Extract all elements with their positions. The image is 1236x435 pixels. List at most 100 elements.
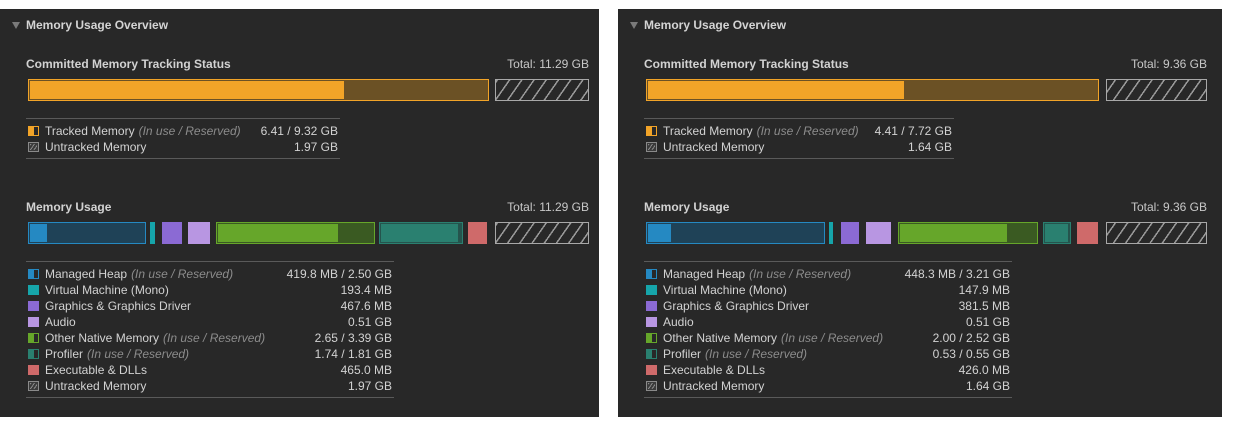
section-header[interactable]: Memory Usage Overview [12, 17, 168, 33]
committed-legend: Tracked Memory (In use / Reserved) 6.41 … [26, 118, 340, 159]
legend-row-other-native[interactable]: Other Native Memory(In use / Reserved)2.… [26, 330, 394, 346]
legend-row-profiler[interactable]: Profiler(In use / Reserved)0.53 / 0.55 G… [644, 346, 1012, 362]
untracked-memory-bar[interactable] [1106, 79, 1207, 101]
legend-row-untracked[interactable]: Untracked Memory 1.97 GB [26, 378, 394, 394]
graphics-bar[interactable] [162, 222, 182, 244]
tracked-memory-bar[interactable] [28, 79, 489, 101]
executables-bar[interactable] [1077, 222, 1098, 244]
legend-row-tracked[interactable]: Tracked Memory (In use / Reserved) 6.41 … [26, 123, 340, 139]
other-native-fill [900, 224, 1008, 242]
legend-row-untracked[interactable]: Untracked Memory 1.97 GB [26, 139, 340, 155]
profiler-swatch-icon [28, 349, 39, 359]
virtual-machine-bar[interactable] [150, 222, 155, 244]
audio-swatch-icon [28, 317, 39, 327]
legend-name: Managed Heap [45, 267, 128, 281]
usage-legend: Managed Heap(In use / Reserved)448.3 MB … [644, 261, 1012, 398]
legend-value: 2.00 / 2.52 GB [932, 331, 1010, 345]
other-native-swatch-icon [28, 333, 39, 343]
other-native-swatch-icon [646, 333, 657, 343]
legend-value: 1.64 GB [965, 379, 1010, 393]
legend-name: Tracked Memory [45, 124, 135, 138]
legend-row-untracked[interactable]: Untracked Memory 1.64 GB [644, 139, 954, 155]
tracked-memory-bar[interactable] [646, 79, 1099, 101]
untracked-memory-bar[interactable] [495, 79, 589, 101]
legend-name: Audio [45, 315, 76, 329]
legend-name: Executable & DLLs [45, 363, 148, 377]
legend-row-virtual-machine[interactable]: Virtual Machine (Mono) 193.4 MB [26, 282, 394, 298]
legend-divider [644, 118, 954, 119]
committed-legend: Tracked Memory (In use / Reserved) 4.41 … [644, 118, 954, 159]
usage-legend: Managed Heap(In use / Reserved)419.8 MB … [26, 261, 394, 398]
profiler-bar[interactable] [379, 222, 463, 244]
memory-usage-total: Total: 9.36 GB [1130, 200, 1207, 214]
other-native-bar[interactable] [898, 222, 1038, 244]
tracked-memory-swatch-icon [28, 126, 39, 136]
collapse-triangle-icon[interactable] [12, 21, 20, 29]
legend-name: Virtual Machine (Mono) [663, 283, 787, 297]
committed-memory-total: Total: 9.36 GB [1130, 57, 1207, 71]
audio-bar[interactable] [188, 222, 210, 244]
legend-name: Tracked Memory [663, 124, 753, 138]
executables-swatch-icon [646, 365, 657, 375]
managed-heap-bar[interactable] [28, 222, 146, 244]
legend-value: 0.51 GB [347, 315, 392, 329]
legend-name: Untracked Memory [45, 379, 147, 393]
untracked-memory-swatch-icon [28, 142, 39, 152]
legend-divider [26, 261, 394, 262]
legend-name: Profiler [663, 347, 702, 361]
legend-value: 2.65 / 3.39 GB [314, 331, 392, 345]
legend-row-profiler[interactable]: Profiler(In use / Reserved)1.74 / 1.81 G… [26, 346, 394, 362]
audio-bar[interactable] [866, 222, 891, 244]
memory-usage-total: Total: 11.29 GB [507, 200, 589, 214]
legend-sub: (In use / Reserved) [705, 347, 808, 361]
other-native-bar[interactable] [216, 222, 375, 244]
graphics-bar[interactable] [841, 222, 859, 244]
legend-row-managed-heap[interactable]: Managed Heap(In use / Reserved)448.3 MB … [644, 266, 1012, 282]
legend-sub: (In use / Reserved) [749, 267, 852, 281]
managed-heap-fill [648, 224, 671, 242]
section-header[interactable]: Memory Usage Overview [630, 17, 786, 33]
graphics-swatch-icon [28, 301, 39, 311]
virtual-machine-bar[interactable] [829, 222, 833, 244]
collapse-triangle-icon[interactable] [630, 21, 638, 29]
section-title: Memory Usage Overview [26, 18, 169, 32]
executables-bar[interactable] [468, 222, 487, 244]
legend-row-tracked[interactable]: Tracked Memory (In use / Reserved) 4.41 … [644, 123, 954, 139]
legend-divider [644, 261, 1012, 262]
legend-name: Managed Heap [663, 267, 746, 281]
legend-row-managed-heap[interactable]: Managed Heap(In use / Reserved)419.8 MB … [26, 266, 394, 282]
graphics-swatch-icon [646, 301, 657, 311]
legend-value: 1.97 GB [347, 379, 392, 393]
legend-row-other-native[interactable]: Other Native Memory(In use / Reserved)2.… [644, 330, 1012, 346]
legend-name: Virtual Machine (Mono) [45, 283, 169, 297]
managed-heap-bar[interactable] [646, 222, 825, 244]
memory-usage-label: Memory Usage [26, 200, 112, 214]
audio-swatch-icon [646, 317, 657, 327]
legend-value: 1.74 / 1.81 GB [314, 347, 392, 361]
legend-row-audio[interactable]: Audio 0.51 GB [26, 314, 394, 330]
legend-row-virtual-machine[interactable]: Virtual Machine (Mono)147.9 MB [644, 282, 1012, 298]
virtual-machine-swatch-icon [28, 285, 39, 295]
legend-name: Other Native Memory [663, 331, 778, 345]
untracked-memory-swatch-icon [28, 381, 39, 391]
legend-value: 193.4 MB [340, 283, 392, 297]
committed-memory-total: Total: 11.29 GB [507, 57, 589, 71]
legend-value: 381.5 MB [958, 299, 1010, 313]
memory-overview-panel-left: Memory Usage Overview Committed Memory T… [0, 9, 599, 417]
legend-divider [644, 158, 954, 159]
committed-memory-label: Committed Memory Tracking Status [26, 57, 231, 71]
untracked-usage-bar[interactable] [1106, 222, 1207, 244]
memory-usage-label: Memory Usage [644, 200, 730, 214]
legend-sub: (In use / Reserved) [138, 124, 241, 138]
other-native-fill [218, 224, 339, 242]
profiler-fill [1045, 224, 1068, 242]
legend-sub: (In use / Reserved) [131, 267, 234, 281]
untracked-usage-bar[interactable] [495, 222, 589, 244]
profiler-bar[interactable] [1043, 222, 1071, 244]
